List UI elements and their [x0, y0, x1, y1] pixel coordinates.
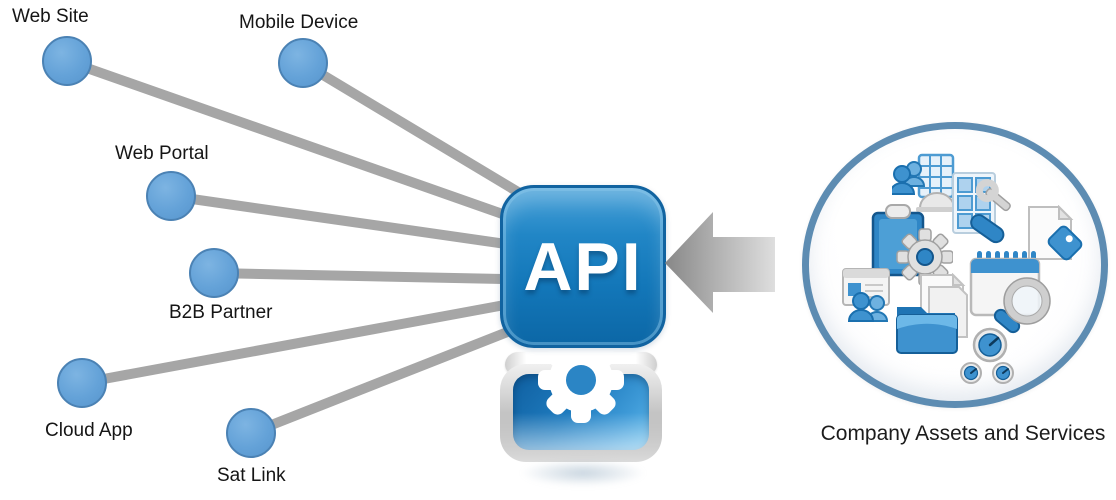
mobile-device-node — [278, 38, 328, 88]
assets-label: Company Assets and Services — [820, 422, 1106, 445]
api-box: API — [500, 185, 666, 348]
web-portal-node — [146, 171, 196, 221]
gauges-icon — [960, 327, 1014, 384]
web-portal-label: Web Portal — [115, 143, 209, 164]
api-label: API — [523, 228, 643, 305]
b2b-partner-label: B2B Partner — [169, 302, 273, 323]
users-building-icon — [892, 153, 958, 212]
cloud-app-node — [57, 358, 107, 408]
connector-line-mobile-device — [300, 58, 551, 215]
clipboard-gear-icon — [871, 204, 953, 286]
web-site-node — [42, 36, 92, 86]
mobile-device-label: Mobile Device — [239, 12, 359, 33]
connector-line-web-portal — [170, 191, 549, 255]
calendar-search-icon — [969, 251, 1051, 334]
document-tag-icon — [1028, 205, 1083, 261]
connector-line-cloud-app — [81, 292, 549, 388]
building-tools-icon — [952, 172, 1011, 244]
b2b-partner-node — [189, 248, 239, 298]
cloud-app-label: Cloud App — [45, 420, 133, 441]
sat-link-node — [226, 408, 276, 458]
assets-circle — [802, 122, 1108, 408]
folder-documents-icon — [896, 273, 968, 354]
sat-link-label: Sat Link — [217, 465, 286, 486]
connector-line-b2b-partner — [213, 268, 549, 285]
users-screen-icon — [842, 268, 890, 322]
web-site-label: Web Site — [12, 6, 89, 27]
